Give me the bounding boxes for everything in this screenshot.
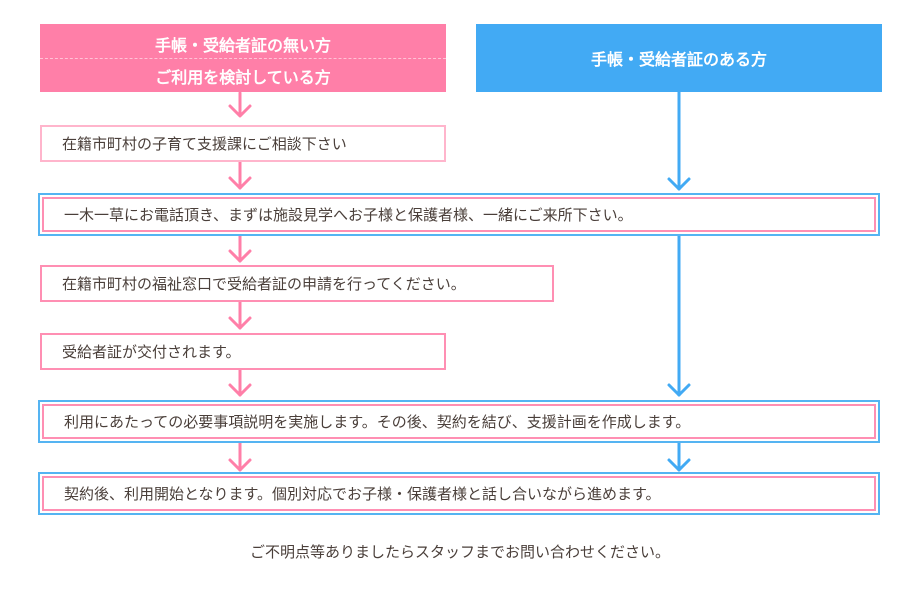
pink-arrow-3 xyxy=(228,234,252,263)
pink-arrow-2 xyxy=(228,159,252,190)
pink-arrow-6 xyxy=(228,441,252,472)
header-without-certificate: 手帳・受給者証の無い方 ご利用を検討している方 xyxy=(40,24,446,92)
footer-note: ご不明点等ありましたらスタッフまでお問い合わせください。 xyxy=(249,543,670,561)
header-with-certificate: 手帳・受給者証のある方 xyxy=(476,24,882,92)
blue-arrow-1 xyxy=(667,90,691,191)
step-issued: 受給者証が交付されます。 xyxy=(40,333,446,370)
header-without-certificate-line2: ご利用を検討している方 xyxy=(155,68,331,87)
pink-arrow-5 xyxy=(228,367,252,397)
header-divider xyxy=(40,58,446,59)
step-start: 契約後、利用開始となります。個別対応でお子様・保護者様と話し合いながら進めます。 xyxy=(38,472,880,515)
step-explain: 利用にあたっての必要事項説明を実施します。その後、契約を結び、支援計画を作成しま… xyxy=(38,400,880,443)
step-apply: 在籍市町村の福祉窓口で受給者証の申請を行ってください。 xyxy=(40,265,554,302)
step-apply-text: 在籍市町村の福祉窓口で受給者証の申請を行ってください。 xyxy=(62,275,466,293)
pink-arrow-4 xyxy=(228,300,252,330)
step-explain-text: 利用にあたっての必要事項説明を実施します。その後、契約を結び、支援計画を作成しま… xyxy=(64,413,691,431)
step-visit: 一木一草にお電話頂き、まずは施設見学へお子様と保護者様、一緒にご来所下さい。 xyxy=(38,193,880,236)
header-without-certificate-line1: 手帳・受給者証の無い方 xyxy=(154,36,331,55)
step-consult: 在籍市町村の子育て支援課にご相談下さい xyxy=(40,125,446,162)
blue-arrow-2 xyxy=(667,234,691,397)
pink-arrow-1 xyxy=(228,91,252,118)
step-consult-text: 在籍市町村の子育て支援課にご相談下さい xyxy=(62,135,347,153)
step-visit-text: 一木一草にお電話頂き、まずは施設見学へお子様と保護者様、一緒にご来所下さい。 xyxy=(64,206,633,224)
step-start-text: 契約後、利用開始となります。個別対応でお子様・保護者様と話し合いながら進めます。 xyxy=(64,485,661,503)
header-with-certificate-label: 手帳・受給者証のある方 xyxy=(590,50,767,69)
blue-arrow-3 xyxy=(667,441,691,472)
step-issued-text: 受給者証が交付されます。 xyxy=(62,343,241,361)
